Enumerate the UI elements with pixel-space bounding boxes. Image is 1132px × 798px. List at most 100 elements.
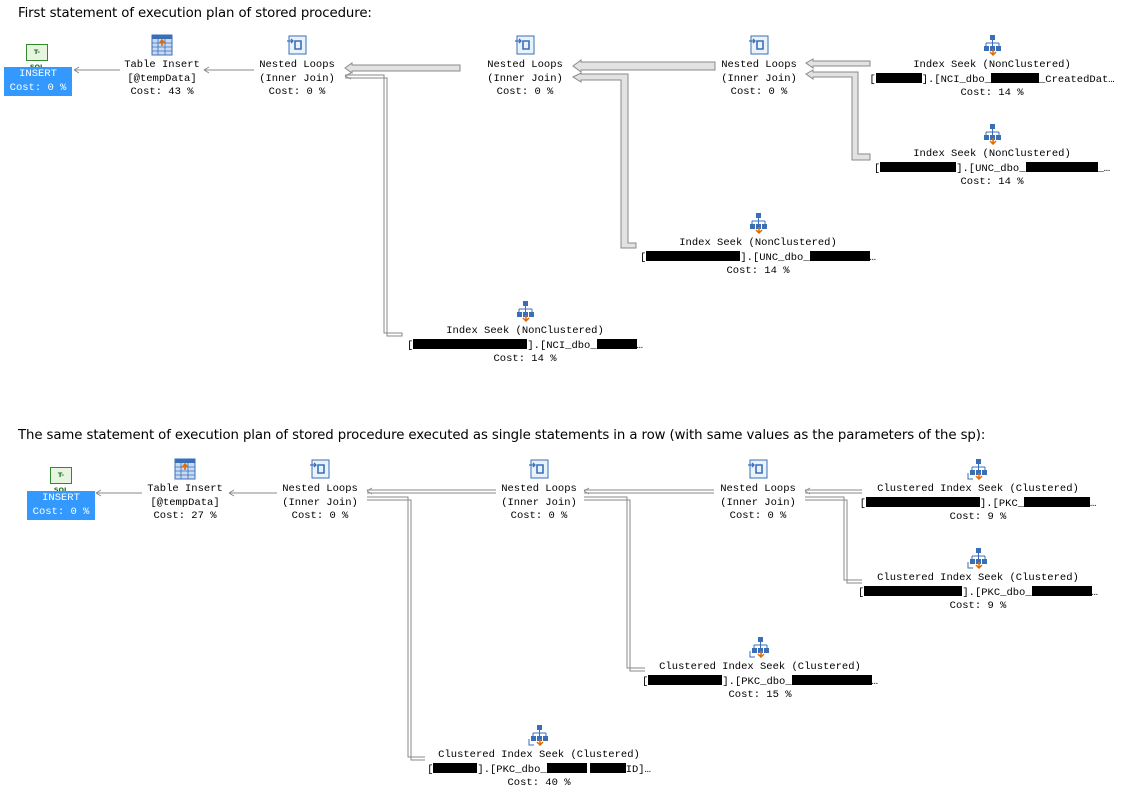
seek-cost: Cost: 9 % [949, 600, 1007, 613]
seek-object: [].[UNC_dbo_… [640, 250, 876, 264]
loops-title: Nested Loops [487, 59, 563, 71]
redacted-block [648, 674, 723, 685]
plan1-nested-loops-1[interactable]: Nested Loops (Inner Join) Cost: 0 % [167, 34, 427, 100]
loops-title: Nested Loops [721, 59, 797, 71]
arrow-loops1-loops2 [344, 62, 461, 74]
index-seek-icon [517, 301, 534, 322]
plan2-arrows [95, 487, 862, 761]
plan2-clustered-seek-b[interactable]: Clustered Index Seek (Clustered) [].[PKC… [848, 547, 1108, 614]
loops-title: Nested Loops [282, 483, 358, 495]
table-insert-title: Table Insert [147, 483, 223, 495]
table-insert-title: Table Insert [124, 59, 200, 71]
redacted-block [809, 250, 870, 261]
arrow-loops3-seekA [805, 58, 871, 69]
redacted-block [880, 161, 957, 172]
seek-cost: Cost: 14 % [960, 176, 1024, 189]
loops-cost: Cost: 0 % [729, 510, 787, 523]
plan1-index-seek-c[interactable]: Index Seek (NonClustered) [].[UNC_dbo_… … [628, 212, 888, 279]
table-insert-object: [@tempData] [127, 72, 197, 85]
arrow-loops2-loops3 [572, 59, 716, 73]
table-insert-cost: Cost: 43 % [130, 86, 194, 99]
index-seek-icon [984, 124, 1001, 145]
table-insert-icon [151, 34, 173, 56]
plan2-table-insert-node[interactable]: Table Insert [@tempData] Cost: 27 % [55, 458, 315, 524]
seek-cost: Cost: 14 % [726, 265, 790, 278]
nested-loops-icon [287, 35, 307, 55]
redacted-block [791, 674, 872, 685]
seek-title: Index Seek (NonClustered) [913, 148, 1071, 160]
loops-sub: (Inner Join) [720, 496, 796, 509]
seek-cost: Cost: 40 % [507, 777, 571, 790]
seek-title: Clustered Index Seek (Clustered) [438, 749, 640, 761]
table-insert-icon [174, 458, 196, 480]
loops-sub: (Inner Join) [487, 72, 563, 85]
insert-title: INSERT [42, 492, 80, 504]
nested-loops-icon [748, 459, 768, 479]
redacted-block [413, 338, 528, 349]
seek-cost: Cost: 14 % [493, 353, 557, 366]
seek-title: Index Seek (NonClustered) [446, 325, 604, 337]
plan2-nested-loops-2[interactable]: Nested Loops (Inner Join) Cost: 0 % [409, 458, 669, 524]
plan2-clustered-seek-a[interactable]: Clustered Index Seek (Clustered) [].[PKC… [848, 458, 1108, 525]
table-insert-cost: Cost: 27 % [153, 510, 217, 523]
seek-object: [].[UNC_dbo__… [873, 161, 1111, 175]
loops-title: Nested Loops [501, 483, 577, 495]
plan2-insert-node[interactable]: INSERT Cost: 0 % [27, 491, 95, 521]
redacted-block [546, 762, 587, 773]
plan1-thin-arrows [73, 66, 403, 337]
caption-second-plan: The same statement of execution plan of … [18, 428, 986, 443]
loops-sub: (Inner Join) [501, 496, 577, 509]
nested-loops-icon [749, 35, 769, 55]
redacted-block [589, 762, 626, 773]
redacted-block [646, 250, 741, 261]
arrow2-loops1-seekD [367, 496, 425, 761]
plan2-nested-loops-3[interactable]: Nested Loops (Inner Join) Cost: 0 % [628, 458, 888, 524]
seek-object: [].[PKC_dbo_ID]… [427, 762, 651, 776]
redacted-block [991, 72, 1039, 83]
clustered-index-seek-icon [749, 637, 769, 658]
nested-loops-icon [529, 459, 549, 479]
nested-loops-icon [515, 35, 535, 55]
plan1-index-seek-b[interactable]: Index Seek (NonClustered) [].[UNC_dbo__…… [862, 123, 1122, 190]
plan1-nested-loops-2[interactable]: Nested Loops (Inner Join) Cost: 0 % [395, 34, 655, 100]
arrow2-loops3-seekB [805, 496, 862, 584]
index-seek-icon [984, 35, 1001, 56]
loops-sub: (Inner Join) [259, 72, 335, 85]
redacted-block [1024, 496, 1091, 507]
redacted-block [1031, 585, 1092, 596]
plan1-insert-node[interactable]: INSERT Cost: 0 % [4, 67, 72, 97]
plan2-clustered-seek-d[interactable]: Clustered Index Seek (Clustered) [].[PKC… [409, 724, 669, 791]
nested-loops-icon [310, 459, 330, 479]
plan2-clustered-seek-c[interactable]: Clustered Index Seek (Clustered) [].[PKC… [630, 636, 890, 703]
insert-cost: Cost: 0 % [9, 81, 67, 94]
loops-cost: Cost: 0 % [510, 510, 568, 523]
seek-title: Index Seek (NonClustered) [679, 237, 837, 249]
plan1-index-seek-a[interactable]: Index Seek (NonClustered) [].[NCI_dbo__C… [862, 34, 1122, 101]
loops-sub: (Inner Join) [721, 72, 797, 85]
seek-title: Clustered Index Seek (Clustered) [877, 483, 1079, 495]
arrow-loops3-seekB [805, 69, 871, 161]
redacted-block [865, 496, 980, 507]
redacted-block [864, 585, 963, 596]
arrow2-loops2-seekC [584, 496, 645, 672]
loops-cost: Cost: 0 % [496, 86, 554, 99]
seek-cost: Cost: 15 % [728, 689, 792, 702]
arrow-loops1-seekD [345, 74, 403, 337]
arrow2-loops3-seekA [805, 489, 862, 494]
arrow-loops2-seekC [571, 72, 637, 249]
seek-title: Clustered Index Seek (Clustered) [877, 572, 1079, 584]
caption-first-plan: First statement of execution plan of sto… [18, 6, 372, 21]
seek-object: [].[NCI_dbo_… [407, 338, 643, 352]
loops-cost: Cost: 0 % [268, 86, 326, 99]
seek-object: [].[PKC_dbo_… [858, 585, 1098, 599]
plan1-nested-loops-3[interactable]: Nested Loops (Inner Join) Cost: 0 % [629, 34, 889, 100]
index-seek-icon [750, 213, 767, 234]
plan1-table-insert-node[interactable]: Table Insert [@tempData] Cost: 43 % [32, 34, 292, 100]
arrow2-loops2-loops3 [584, 489, 714, 494]
seek-title: Index Seek (NonClustered) [913, 59, 1071, 71]
plan1-index-seek-d[interactable]: Index Seek (NonClustered) [].[NCI_dbo_… … [395, 300, 655, 367]
arrow2-loops1-loops2 [367, 489, 496, 494]
plan2-nested-loops-1[interactable]: Nested Loops (Inner Join) Cost: 0 % [190, 458, 450, 524]
seek-object: [].[PKC_dbo_… [642, 674, 878, 688]
